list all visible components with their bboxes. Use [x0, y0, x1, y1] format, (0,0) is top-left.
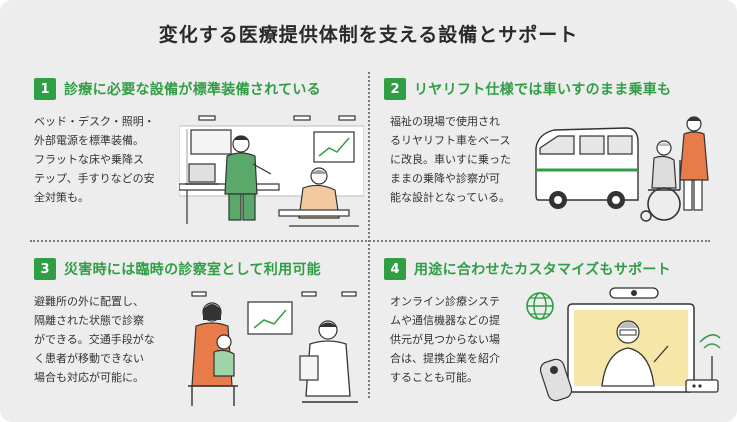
- section-title: リヤリフト仕様では車いすのまま乗車も: [414, 82, 672, 98]
- rear-lift-van-illustration: [534, 108, 719, 228]
- globe-icon: [526, 292, 554, 320]
- section-heading: 3 災害時には臨時の診察室として利用可能: [34, 258, 321, 280]
- section-number-badge: 3: [34, 258, 56, 280]
- online-consultation-illustration: [522, 286, 722, 410]
- section-number-badge: 1: [34, 78, 56, 100]
- section-equipment: 1 診療に必要な設備が標準装備されている ベッド・デスク・照明・ 外部電源を標準…: [34, 72, 364, 232]
- horizontal-divider: [30, 240, 710, 242]
- section-title: 診療に必要な設備が標準装備されている: [64, 82, 321, 98]
- section-rear-lift: 2 リヤリフト仕様では車いすのまま乗車も 福祉の現場で使用され るリヤリフト車を…: [384, 72, 714, 232]
- section-disaster: 3 災害時には臨時の診察室として利用可能 避難所の外に配置し、 隔離された状態で…: [34, 252, 364, 412]
- section-customization: 4 用途に合わせたカスタマイズもサポート オンライン診療システ ムや通信機器など…: [384, 252, 721, 412]
- section-heading: 1 診療に必要な設備が標準装備されている: [34, 78, 321, 100]
- section-number-badge: 4: [384, 258, 406, 280]
- section-number-badge: 2: [384, 78, 406, 100]
- section-description: 福祉の現場で使用され るリヤリフト車をベース に改良。車いすに乗った ままの乗降…: [390, 115, 511, 204]
- vertical-divider: [368, 72, 370, 398]
- section-heading: 4 用途に合わせたカスタマイズもサポート: [384, 258, 671, 280]
- webcam-icon: [609, 287, 659, 299]
- thermometer-icon: [539, 358, 573, 402]
- section-description: ベッド・デスク・照明・ 外部電源を標準装備。 フラットな床や乗降ス テップ、手す…: [34, 115, 155, 204]
- section-title: 災害時には臨時の診察室として利用可能: [64, 262, 321, 278]
- section-title: 用途に合わせたカスタマイズもサポート: [414, 262, 671, 278]
- consultation-illustration: [182, 290, 367, 410]
- section-heading: 2 リヤリフト仕様では車いすのまま乗車も: [384, 78, 671, 100]
- clinic-interior-illustration: [179, 114, 364, 229]
- section-description: 避難所の外に配置し、 隔離された状態で診察 ができる。交通手段がな く患者が移動…: [34, 295, 155, 384]
- page-title: 変化する医療提供体制を支える設備とサポート: [158, 24, 579, 46]
- section-description: オンライン診療システ ムや通信機器などの提 供元が見つからない場 合は、提携企業…: [390, 295, 500, 384]
- wifi-signal-icon: [699, 334, 721, 349]
